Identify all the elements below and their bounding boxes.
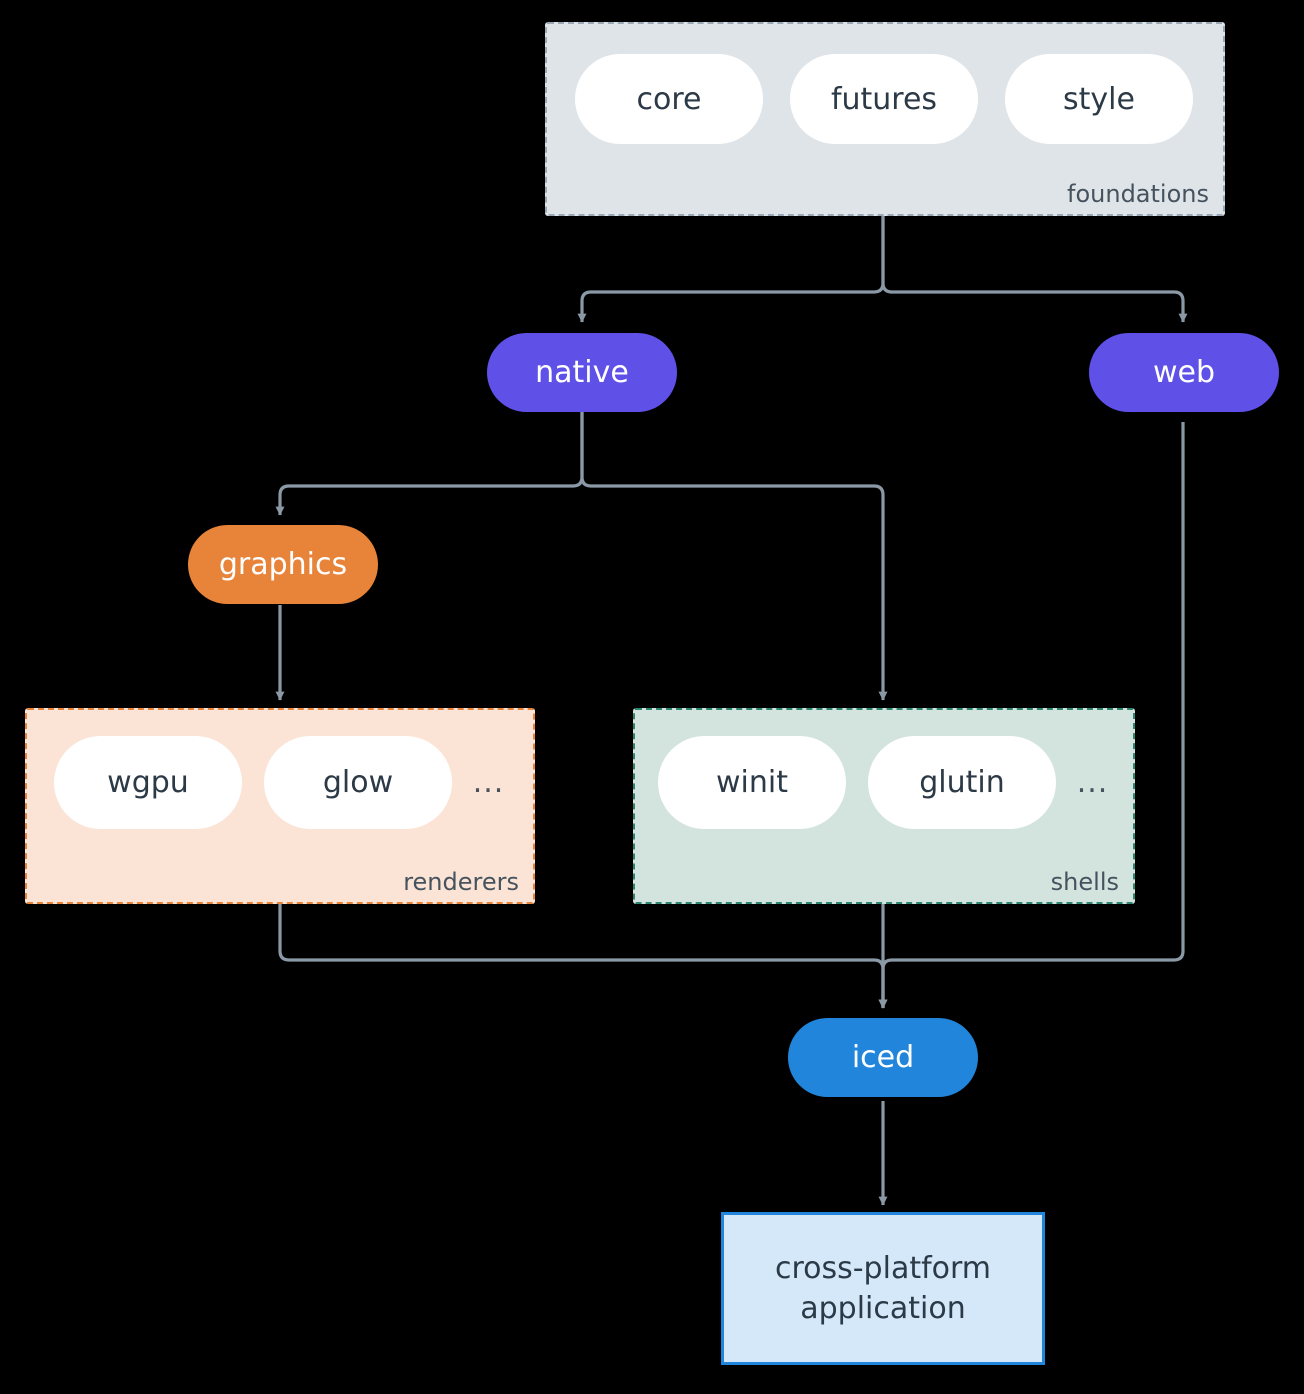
group-renderers[interactable]: wgpu glow ... renderers [25, 708, 535, 904]
node-cross-platform-application[interactable]: cross-platform application [721, 1212, 1045, 1365]
node-wgpu-label: wgpu [107, 765, 189, 800]
group-label-renderers: renderers [403, 868, 519, 896]
edge-foundations-native [577, 216, 885, 323]
edge-native-shells [580, 412, 888, 701]
node-glutin-label: glutin [919, 765, 1005, 800]
node-style-label: style [1063, 81, 1135, 117]
edge-foundations-web [881, 216, 1188, 323]
shells-ellipsis: ... [1070, 736, 1115, 829]
node-core-label: core [636, 81, 702, 117]
node-futures[interactable]: futures [790, 54, 978, 144]
node-glow[interactable]: glow [264, 736, 452, 829]
node-native-label: native [535, 355, 629, 390]
foundations-items: core futures style [575, 54, 1223, 144]
node-graphics-label: graphics [218, 547, 348, 582]
application-line-2: application [800, 1290, 966, 1326]
edge-web-iced [878, 422, 1185, 1009]
shells-ellipsis-label: ... [1076, 765, 1109, 800]
node-glow-label: glow [322, 765, 394, 800]
node-winit-label: winit [716, 765, 788, 800]
renderers-ellipsis: ... [466, 736, 511, 829]
shells-items: winit glutin ... [658, 736, 1133, 829]
node-core[interactable]: core [575, 54, 763, 144]
renderers-items: wgpu glow ... [54, 736, 533, 829]
node-style[interactable]: style [1005, 54, 1193, 144]
group-foundations[interactable]: core futures style foundations [545, 22, 1225, 216]
node-winit[interactable]: winit [658, 736, 846, 829]
node-glutin[interactable]: glutin [868, 736, 1056, 829]
group-shells[interactable]: winit glutin ... shells [633, 708, 1135, 904]
node-futures-label: futures [830, 81, 938, 117]
application-line-1: cross-platform [774, 1250, 992, 1286]
node-wgpu[interactable]: wgpu [54, 736, 242, 829]
edge-renderers-iced [278, 903, 888, 1009]
node-web-label: web [1152, 355, 1216, 390]
node-iced-label: iced [851, 1040, 915, 1075]
renderers-ellipsis-label: ... [472, 765, 505, 800]
node-web[interactable]: web [1089, 333, 1279, 412]
node-iced[interactable]: iced [788, 1018, 978, 1097]
node-native[interactable]: native [487, 333, 677, 412]
group-label-foundations: foundations [1067, 180, 1209, 208]
edge-native-graphics [275, 412, 584, 516]
group-label-shells: shells [1050, 868, 1119, 896]
node-graphics[interactable]: graphics [188, 525, 378, 604]
